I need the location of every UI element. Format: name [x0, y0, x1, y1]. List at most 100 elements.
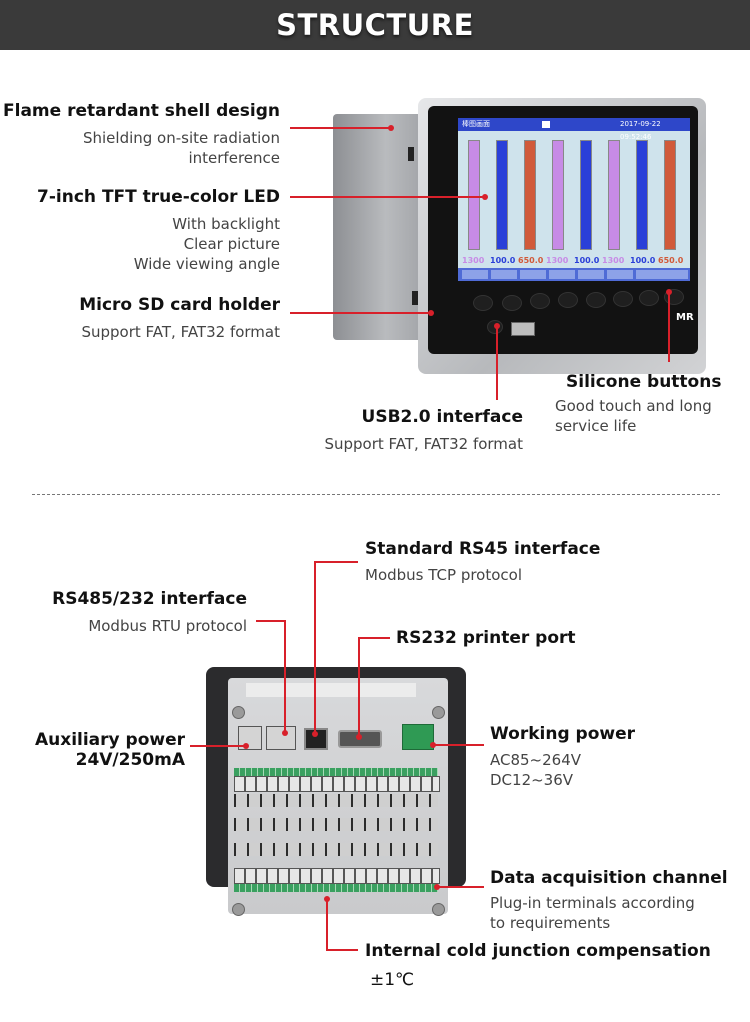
- tft-title: 7-inch TFT true-color LED: [37, 187, 280, 207]
- screw-icon: [432, 903, 445, 916]
- working-pointer-line: [432, 744, 484, 746]
- silicone-button[interactable]: [502, 295, 522, 311]
- silicone-button[interactable]: [558, 292, 578, 308]
- buttons-desc-2: service life: [555, 417, 637, 435]
- acq-desc-2: to requirements: [490, 914, 611, 932]
- channel-terminal-row: [234, 776, 440, 792]
- screen-channel-bar: [608, 140, 620, 250]
- screen-channel-bar: [636, 140, 648, 250]
- battery-icon: [542, 121, 550, 128]
- buttons-pointer-line: [668, 292, 670, 362]
- working-title: Working power: [490, 724, 635, 744]
- screen-channel-value: 100.0: [574, 256, 600, 265]
- rs232-title: RS232 printer port: [396, 628, 576, 648]
- acq-desc-1: Plug-in terminals according: [490, 894, 695, 912]
- shell-title: Flame retardant shell design: [3, 101, 280, 121]
- screw-icon: [432, 706, 445, 719]
- silicone-button[interactable]: [613, 291, 633, 307]
- screen-softkey: [549, 270, 575, 279]
- screen-header: 棒图画面 2017-09-22 09:52:46: [458, 118, 690, 141]
- screen-channel-bar: [496, 140, 508, 250]
- cold-pointer-v: [326, 898, 328, 950]
- channel-terminal-row: [234, 868, 440, 884]
- rs485-title: RS485/232 interface: [52, 589, 247, 609]
- sd-pointer-line: [290, 312, 430, 314]
- screen-channel-value: 100.0: [490, 256, 516, 265]
- rs45-pointer-v: [314, 561, 316, 733]
- rs232-pointer-dot: [356, 734, 362, 740]
- screen-softkey: [491, 270, 517, 279]
- tft-desc-1: With backlight: [172, 215, 280, 233]
- sd-pointer-dot: [428, 310, 434, 316]
- screen-channel-value: 1300: [546, 256, 569, 265]
- rs485-pointer-v: [284, 620, 286, 732]
- rs45-pointer-h: [314, 561, 358, 563]
- rs485-pointer-h: [256, 620, 286, 622]
- channel-terminal-row: [234, 884, 438, 892]
- silicone-button[interactable]: [473, 295, 493, 311]
- screen-softkeys: [458, 268, 690, 281]
- working-desc-1: AC85~264V: [490, 751, 582, 769]
- usb-pointer-line: [496, 326, 498, 400]
- cold-pointer-dot: [324, 896, 330, 902]
- aux-pointer-dot: [243, 743, 249, 749]
- screen-channel-value: 100.0: [630, 256, 656, 265]
- shell-desc-1: Shielding on-site radiation: [82, 129, 280, 147]
- buttons-pointer-dot: [666, 289, 672, 295]
- silicone-button[interactable]: [639, 290, 659, 306]
- cold-pointer-h: [326, 949, 358, 951]
- rs485-pointer-dot: [282, 730, 288, 736]
- silicone-button[interactable]: [586, 292, 606, 308]
- screen-softkey: [578, 270, 604, 279]
- working-desc-2: DC12~36V: [490, 771, 574, 789]
- sd-title: Micro SD card holder: [79, 295, 280, 315]
- usb-title: USB2.0 interface: [361, 407, 523, 427]
- usb-pointer-dot: [494, 323, 500, 329]
- rs45-pointer-dot: [312, 731, 318, 737]
- sd-card-slot: [412, 291, 418, 305]
- rs232-pointer-h: [358, 637, 390, 639]
- section-divider: [32, 494, 720, 495]
- channel-slot-row: [234, 843, 438, 856]
- tft-pointer-line: [290, 196, 484, 198]
- screen-title: 棒图画面: [462, 120, 490, 128]
- screw-icon: [232, 903, 245, 916]
- screen-softkey: [520, 270, 546, 279]
- screen-channel-bar: [468, 140, 480, 250]
- acq-title: Data acquisition channel: [490, 868, 728, 888]
- tft-desc-3: Wide viewing angle: [133, 255, 280, 273]
- channel-slot-row: [234, 818, 438, 831]
- page-header: STRUCTURE: [0, 0, 750, 50]
- device-side-shell: [333, 114, 429, 340]
- mount-clip: [408, 147, 414, 161]
- rs45-desc-1: Modbus TCP protocol: [365, 566, 523, 584]
- screen-channel-bar: [664, 140, 676, 250]
- screen-channel-bar: [552, 140, 564, 250]
- channel-slot-row: [234, 794, 438, 807]
- screen-softkey: [462, 270, 488, 279]
- screen-datetime: 2017-09-22 09:52:46: [620, 120, 661, 141]
- cold-title: Internal cold junction compensation: [365, 941, 711, 961]
- working-power-terminal: [402, 724, 434, 750]
- usb-port: [511, 322, 535, 336]
- screen-softkey: [662, 270, 688, 279]
- aux-title-1: Auxiliary power: [34, 730, 185, 750]
- screen-channel-bar: [524, 140, 536, 250]
- rear-sticker: [246, 683, 416, 697]
- rs45-port: [304, 728, 328, 750]
- tft-pointer-dot: [482, 194, 488, 200]
- aux-title-2: 24V/250mA: [75, 750, 185, 770]
- page-title: STRUCTURE: [276, 8, 474, 42]
- tft-desc-2: Clear picture: [183, 235, 280, 253]
- silicone-button[interactable]: [530, 293, 550, 309]
- screen-channel-bar: [580, 140, 592, 250]
- buttons-desc-1: Good touch and long: [555, 397, 712, 415]
- screen-softkey: [607, 270, 633, 279]
- cold-value: ±1℃: [370, 970, 415, 990]
- aux-pointer-line: [190, 745, 246, 747]
- rs485-desc-1: Modbus RTU protocol: [88, 617, 247, 635]
- screw-icon: [232, 706, 245, 719]
- screen-channel-value: 1300: [602, 256, 625, 265]
- acq-pointer-line: [436, 886, 484, 888]
